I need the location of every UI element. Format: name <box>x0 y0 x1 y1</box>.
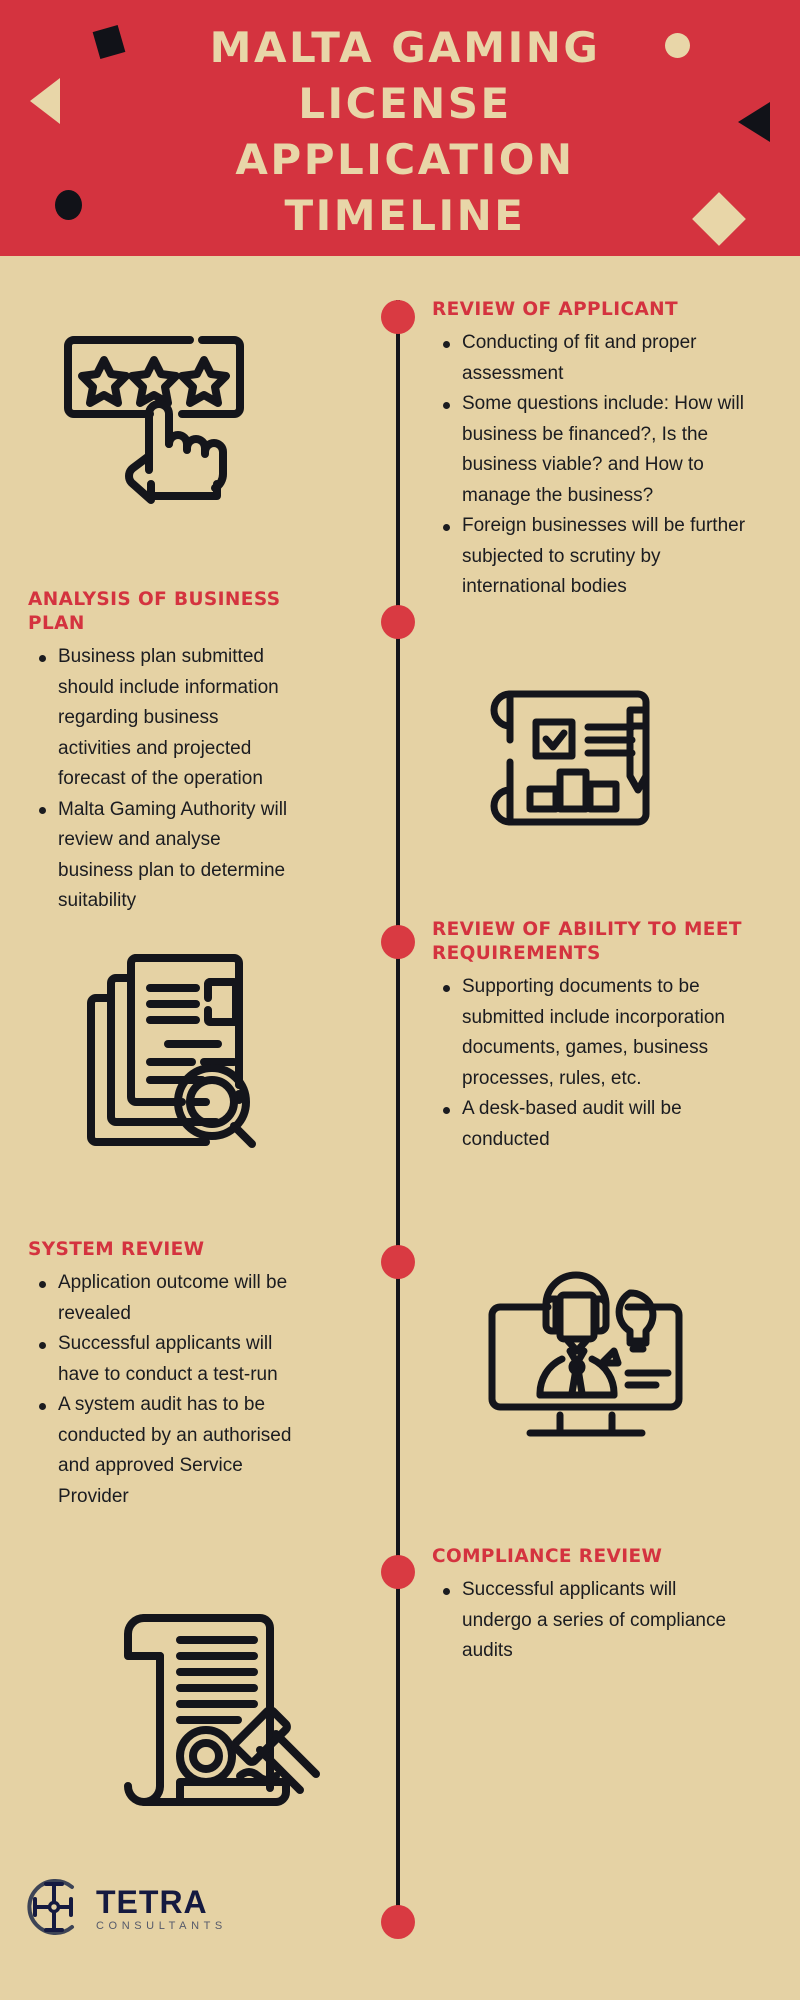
step-heading: ANALYSIS OF BUSINESS PLAN <box>28 589 281 634</box>
step-bullet-list: Application outcome will be revealed Suc… <box>28 1268 303 1512</box>
list-item: A system audit has to be conducted by an… <box>39 1390 303 1512</box>
header-banner: MALTA GAMING LICENSE APPLICATION TIMELIN… <box>0 0 800 256</box>
logo-text-group: TETRA CONSULTANTS <box>96 1886 227 1933</box>
step-bullet-list: Conducting of fit and proper assessment … <box>432 328 752 603</box>
circle-black-decoration-icon <box>55 190 82 220</box>
step-heading: COMPLIANCE REVIEW <box>432 1546 663 1567</box>
page-title-line-1: MALTA GAMING <box>209 23 601 72</box>
step-system-review: SYSTEM REVIEW Application outcome will b… <box>28 1238 303 1512</box>
step-bullet-list: Supporting documents to be submitted inc… <box>432 972 752 1155</box>
list-item: Supporting documents to be submitted inc… <box>443 972 752 1094</box>
timeline-dot-analysis-of-business-plan <box>381 605 415 639</box>
step-review-of-applicant: REVIEW OF APPLICANT Conducting of fit an… <box>432 298 752 603</box>
timeline-dot-end <box>381 1905 415 1939</box>
logo-tagline: CONSULTANTS <box>96 1920 227 1932</box>
timeline-dot-review-of-ability-to-meet-requirements <box>381 925 415 959</box>
list-item: Conducting of fit and proper assessment <box>443 328 752 389</box>
step-compliance-review: COMPLIANCE REVIEW Successful applicants … <box>432 1545 742 1667</box>
step-review-of-ability-to-meet-requirements: REVIEW OF ABILITY TO MEET REQUIREMENTS S… <box>432 918 752 1155</box>
page-title-line-2: LICENSE <box>298 79 512 128</box>
list-item: Some questions include: How will busines… <box>443 389 752 511</box>
step-heading: REVIEW OF APPLICANT <box>432 299 679 320</box>
documents-magnifier-icon <box>72 950 257 1150</box>
scroll-gavel-icon <box>108 1598 323 1813</box>
triangle-beige-decoration-icon <box>30 78 60 124</box>
timeline-dot-review-of-applicant <box>381 300 415 334</box>
step-bullet-list: Successful applicants will undergo a ser… <box>432 1575 742 1667</box>
timeline-dot-compliance-review <box>381 1555 415 1589</box>
step-heading: REVIEW OF ABILITY TO MEET REQUIREMENTS <box>432 919 742 964</box>
step-heading: SYSTEM REVIEW <box>28 1239 205 1260</box>
logo-name: TETRA <box>96 1884 208 1920</box>
tetra-compass-icon <box>22 1875 86 1944</box>
list-item: A desk-based audit will be conducted <box>443 1094 752 1155</box>
page-title: MALTA GAMING LICENSE APPLICATION TIMELIN… <box>150 20 660 244</box>
circle-beige-decoration-icon <box>665 33 690 58</box>
triangle-black-decoration-icon <box>738 102 770 142</box>
star-rating-click-icon <box>52 320 262 505</box>
timeline-spine <box>396 300 400 1925</box>
square-black-decoration-icon <box>92 24 126 60</box>
diamond-beige-decoration-icon <box>692 192 746 246</box>
tetra-consultants-logo: TETRA CONSULTANTS <box>22 1875 227 1944</box>
page-title-line-3: APPLICATION <box>235 135 575 184</box>
blueprint-checklist-icon <box>480 680 660 835</box>
page-title-line-4: TIMELINE <box>284 191 526 240</box>
list-item: Malta Gaming Authority will review and a… <box>39 795 296 917</box>
list-item: Business plan submitted should include i… <box>39 642 296 795</box>
list-item: Foreign businesses will be further subje… <box>443 511 752 603</box>
list-item: Successful applicants will undergo a ser… <box>443 1575 742 1667</box>
monitor-support-agent-icon <box>478 1255 693 1450</box>
step-analysis-of-business-plan: ANALYSIS OF BUSINESS PLAN Business plan … <box>28 588 296 917</box>
list-item: Successful applicants will have to condu… <box>39 1329 303 1390</box>
timeline-dot-system-review <box>381 1245 415 1279</box>
step-bullet-list: Business plan submitted should include i… <box>28 642 296 917</box>
list-item: Application outcome will be revealed <box>39 1268 303 1329</box>
